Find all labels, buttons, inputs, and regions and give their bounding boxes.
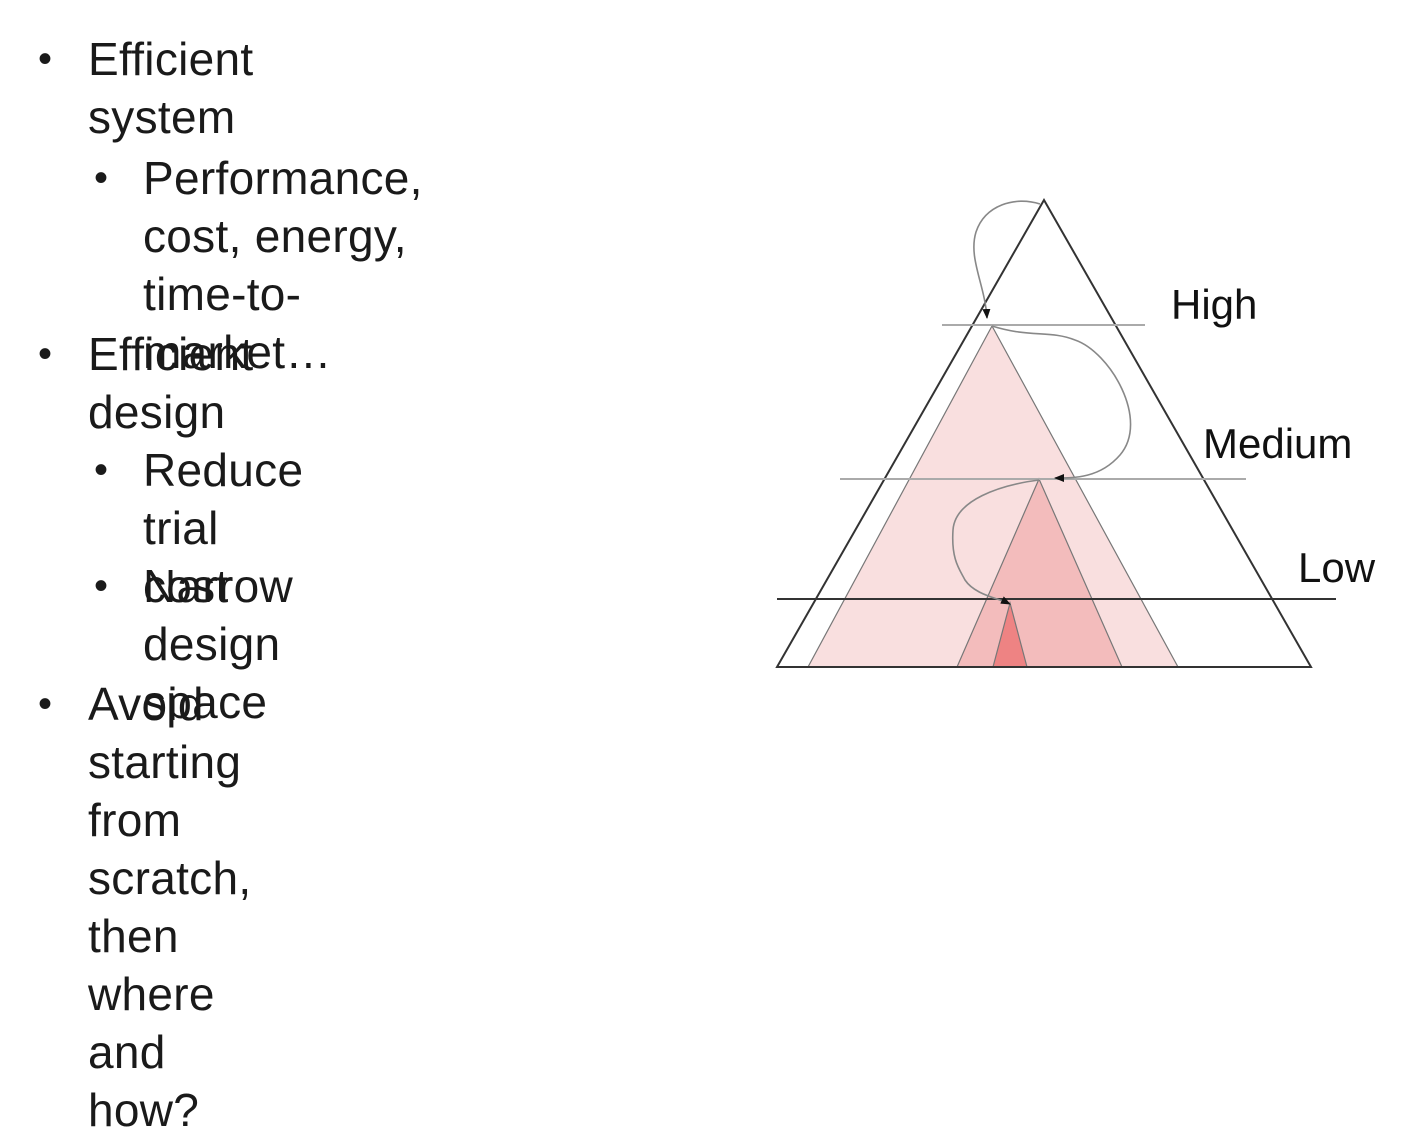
- bullet-marker: •: [38, 332, 53, 376]
- exploration-path-segment: [951, 479, 1040, 605]
- medium-level-label: Medium: [1203, 420, 1352, 467]
- bullet-marker: •: [94, 564, 109, 608]
- exploration-path-segment: [991, 325, 1132, 482]
- bullet-marker: •: [38, 682, 53, 726]
- bullet-text: Reduce trial cost: [143, 444, 304, 612]
- design-space-diagram: High Medium Low: [775, 197, 1376, 668]
- low-level-label: Low: [1298, 544, 1376, 591]
- bullet-text: Efficient system: [88, 33, 254, 143]
- bullet-text: Efficient design: [88, 328, 254, 438]
- design-space-triangle: [775, 197, 1313, 668]
- bullet-marker: •: [94, 156, 109, 200]
- bullet-marker: •: [94, 448, 109, 492]
- high-level-label: High: [1171, 281, 1257, 328]
- bullet-text: Narrow design space: [143, 560, 294, 728]
- bullet-text: Performance, cost, energy, time-to-marke…: [143, 152, 423, 378]
- bullet-marker: •: [38, 37, 53, 81]
- exploration-path-segment: [973, 200, 1041, 319]
